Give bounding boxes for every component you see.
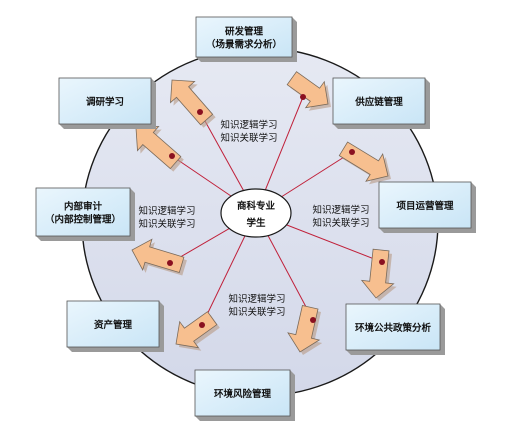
spoke-dot xyxy=(300,94,306,100)
link-label-left: 知识逻辑学习 知识关联学习 xyxy=(138,205,195,230)
node-env-risk: 环境风险管理 xyxy=(194,369,295,421)
node-label: 研发管理 xyxy=(225,26,264,38)
node-box xyxy=(332,77,426,125)
node-box-shadow xyxy=(196,17,297,62)
node-project: 项目运营管理 xyxy=(378,181,476,233)
link-label-top-2: 知识关联学习 xyxy=(220,132,277,144)
node-rd: 研发管理（场景需求分析） xyxy=(195,16,297,62)
node-box xyxy=(58,77,152,125)
link-label-bottom-1: 知识逻辑学习 xyxy=(228,293,285,305)
center-line1: 商科专业 xyxy=(237,200,276,212)
node-label: （场景需求分析） xyxy=(206,39,282,51)
spoke-dot xyxy=(169,153,175,159)
center-node: 商科专业 学生 xyxy=(220,188,292,238)
block-arrow xyxy=(360,248,395,299)
node-label: 内部审计 xyxy=(64,201,103,213)
center-line2: 学生 xyxy=(246,217,266,229)
link-label-right: 知识逻辑学习 知识关联学习 xyxy=(312,204,369,229)
node-label: 调研学习 xyxy=(86,96,124,108)
node-box xyxy=(345,303,441,351)
block-arrow xyxy=(175,311,218,349)
spoke-dot xyxy=(167,260,173,266)
node-audit: 内部审计（内部控制管理） xyxy=(35,187,135,241)
link-label-right-1: 知识逻辑学习 xyxy=(312,204,369,216)
node-supply: 供应链管理 xyxy=(332,77,430,129)
link-label-left-2: 知识关联学习 xyxy=(138,218,195,230)
node-box xyxy=(195,16,293,58)
node-box xyxy=(66,300,160,348)
link-label-bottom: 知识逻辑学习 知识关联学习 xyxy=(228,293,285,318)
link-label-top: 知识逻辑学习 知识关联学习 xyxy=(220,119,277,144)
spoke-dot xyxy=(379,259,385,265)
node-env-policy: 环境公共政策分析 xyxy=(345,303,445,355)
block-arrow xyxy=(135,126,182,170)
spoke-dot xyxy=(349,149,355,155)
node-box xyxy=(35,187,131,237)
node-label: 环境公共政策分析 xyxy=(355,322,432,334)
spoke-dot xyxy=(310,317,316,323)
block-arrow xyxy=(286,71,329,109)
node-label: 供应链管理 xyxy=(354,96,403,108)
node-box xyxy=(194,369,291,417)
link-label-bottom-2: 知识关联学习 xyxy=(228,306,285,318)
node-label: 资产管理 xyxy=(94,319,133,331)
link-label-left-1: 知识逻辑学习 xyxy=(138,205,195,217)
node-label: 项目运营管理 xyxy=(396,200,454,212)
node-asset: 资产管理 xyxy=(66,300,164,352)
link-label-right-2: 知识关联学习 xyxy=(312,217,369,229)
node-label: 环境风险管理 xyxy=(214,388,272,400)
node-label: （内部控制管理） xyxy=(45,214,121,226)
spoke-dot xyxy=(199,322,205,328)
link-label-top-1: 知识逻辑学习 xyxy=(220,119,277,131)
spoke-dots xyxy=(167,94,385,328)
spoke-dot xyxy=(197,109,203,115)
block-arrow xyxy=(287,305,321,353)
node-box xyxy=(378,181,472,229)
node-research: 调研学习 xyxy=(58,77,156,129)
